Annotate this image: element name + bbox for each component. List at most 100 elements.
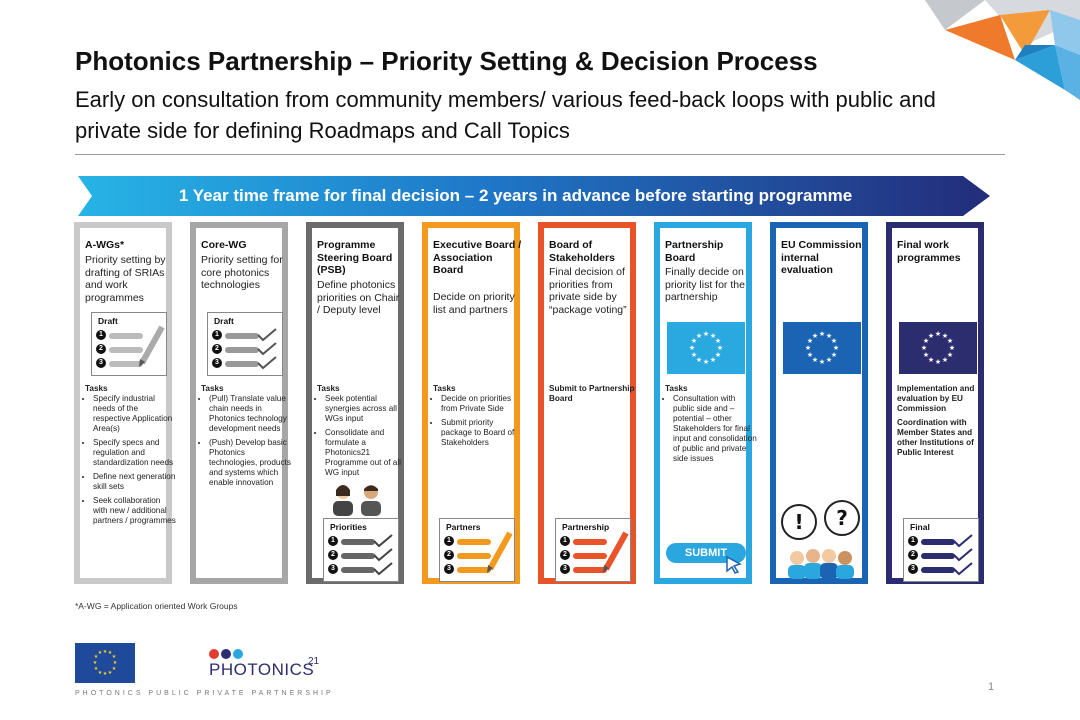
draft-card: Draft 1 2 3 bbox=[207, 312, 283, 376]
column-title: Board of Stakeholders bbox=[549, 239, 615, 264]
svg-text:★: ★ bbox=[947, 337, 953, 345]
svg-text:!: ! bbox=[794, 510, 803, 534]
final-card: Final 1 2 3 bbox=[903, 518, 979, 582]
tasks-heading: Tasks bbox=[433, 384, 456, 393]
svg-text:★: ★ bbox=[710, 356, 716, 364]
column-board-of-stakeholders: Board of Stakeholders Final decision of … bbox=[538, 222, 636, 584]
logo-sup: 21 bbox=[308, 656, 320, 667]
column-description: Priority setting by drafting of SRIAs an… bbox=[85, 254, 166, 304]
svg-text:★: ★ bbox=[703, 330, 709, 338]
card-label: Draft bbox=[214, 316, 234, 326]
checkmarks-icon bbox=[257, 328, 277, 370]
svg-text:★: ★ bbox=[807, 351, 813, 359]
partners-card: Partners 1 2 3 bbox=[439, 518, 515, 582]
card-label: Priorities bbox=[330, 522, 367, 532]
column-psb: Programme Steering Board (PSB) Define ph… bbox=[306, 222, 404, 584]
svg-text:★: ★ bbox=[691, 337, 697, 345]
column-title: Programme Steering Board (PSB) bbox=[317, 239, 393, 276]
submit-note: Submit to Partnership Board bbox=[549, 384, 635, 403]
priorities-card: Priorities 1 2 3 bbox=[323, 518, 399, 582]
svg-text:★: ★ bbox=[108, 670, 113, 676]
svg-text:★: ★ bbox=[921, 344, 927, 352]
svg-text:★: ★ bbox=[942, 356, 948, 364]
note-implementation: Implementation and evaluation by EU Comm… bbox=[897, 384, 975, 413]
svg-text:★: ★ bbox=[710, 332, 716, 340]
timeline-label: 1 Year time frame for final decision – 2… bbox=[178, 186, 853, 205]
column-description: Define photonics priorities on Chair / D… bbox=[317, 279, 400, 316]
divider bbox=[75, 154, 1005, 155]
svg-text:★: ★ bbox=[812, 356, 818, 364]
task-item: (Pull) Translate value chain needs in Ph… bbox=[209, 394, 293, 434]
people-icon bbox=[333, 485, 381, 516]
svg-text:★: ★ bbox=[103, 671, 108, 677]
svg-text:★: ★ bbox=[98, 650, 103, 656]
column-description: Decide on priority list and partners bbox=[433, 291, 515, 316]
task-item: Consultation with public side and – pote… bbox=[673, 394, 757, 464]
column-title: Final work programmes bbox=[897, 239, 961, 264]
column-a-wgs: A-WGs* Priority setting by drafting of S… bbox=[74, 222, 176, 584]
svg-text:★: ★ bbox=[108, 650, 113, 656]
task-item: Seek potential synergies across all WGs … bbox=[325, 394, 409, 424]
svg-text:★: ★ bbox=[819, 358, 825, 366]
task-item: Define next generation skill sets bbox=[93, 472, 177, 492]
svg-text:★: ★ bbox=[113, 660, 118, 666]
final-notes: Implementation and evaluation by EU Comm… bbox=[897, 384, 989, 458]
card-label: Partners bbox=[446, 522, 481, 532]
svg-text:★: ★ bbox=[715, 337, 721, 345]
svg-text:★: ★ bbox=[949, 344, 955, 352]
task-item: Specify industrial needs of the respecti… bbox=[93, 394, 177, 434]
svg-text:★: ★ bbox=[831, 351, 837, 359]
column-title: A-WGs* bbox=[85, 239, 125, 251]
tasks-heading: Tasks bbox=[317, 384, 340, 393]
task-item: Decide on priorities from Private Side bbox=[441, 394, 525, 414]
svg-text:★: ★ bbox=[935, 330, 941, 338]
column-title: Executive Board / Association Board bbox=[433, 239, 522, 276]
corner-decoration bbox=[925, 0, 1080, 100]
tasks-heading: Tasks bbox=[665, 384, 688, 393]
page-title: Photonics Partnership – Priority Setting… bbox=[75, 46, 818, 76]
tasks-heading: Tasks bbox=[85, 384, 108, 393]
draft-card: Draft 1 2 3 bbox=[91, 312, 167, 376]
svg-text:★: ★ bbox=[819, 330, 825, 338]
tasks-section: Tasks Decide on priorities from Private … bbox=[433, 384, 525, 452]
column-executive-board: Executive Board / Association Board Deci… bbox=[422, 222, 522, 584]
svg-text:★: ★ bbox=[112, 654, 117, 660]
task-item: (Push) Develop basic Photonics technolog… bbox=[209, 438, 293, 488]
svg-text:★: ★ bbox=[923, 351, 929, 359]
question-bubbles-icon: ! ? bbox=[781, 500, 860, 579]
svg-text:★: ★ bbox=[831, 337, 837, 345]
tasks-section: Tasks Seek potential synergies across al… bbox=[317, 384, 409, 482]
svg-text:★: ★ bbox=[923, 337, 929, 345]
task-item: Seek collaboration with new / additional… bbox=[93, 496, 177, 526]
task-item: Specify specs and regulation and standar… bbox=[93, 438, 177, 468]
svg-text:★: ★ bbox=[703, 358, 709, 366]
svg-text:★: ★ bbox=[696, 332, 702, 340]
svg-text:?: ? bbox=[836, 506, 848, 530]
column-title: EU Commission internal evaluation bbox=[781, 239, 862, 276]
svg-text:★: ★ bbox=[94, 666, 99, 672]
page-number: 1 bbox=[988, 681, 995, 693]
column-final-work-programmes: Final work programmes ★★★★★★★★★★★★ Imple… bbox=[886, 222, 984, 584]
svg-text:★: ★ bbox=[928, 332, 934, 340]
task-item: Submit priority package to Board of Stak… bbox=[441, 418, 525, 448]
submit-button[interactable]: SUBMIT bbox=[666, 543, 746, 563]
column-title: Core-WG bbox=[201, 239, 247, 251]
svg-text:★: ★ bbox=[807, 337, 813, 345]
card-label: Final bbox=[910, 522, 930, 532]
svg-text:★: ★ bbox=[715, 351, 721, 359]
column-partnership-board: Partnership Board Finally decide on prio… bbox=[654, 222, 757, 584]
cursor-icon bbox=[726, 556, 742, 574]
page-subtitle: Early on consultation from community mem… bbox=[75, 87, 936, 143]
eu-flag-icon: ★★★★★★★★★★★★ bbox=[783, 322, 861, 374]
svg-text:★: ★ bbox=[691, 351, 697, 359]
logo-text: PHOTONICS bbox=[209, 660, 315, 679]
svg-text:★: ★ bbox=[947, 351, 953, 359]
partnership-card: Partnership 1 2 3 bbox=[555, 518, 631, 582]
column-core-wg: Core-WG Priority setting for core photon… bbox=[190, 222, 291, 584]
checkmarks-icon bbox=[373, 534, 393, 576]
tasks-heading: Tasks bbox=[201, 384, 224, 393]
svg-text:★: ★ bbox=[826, 332, 832, 340]
svg-text:★: ★ bbox=[93, 660, 98, 666]
eu-flag-icon: ★★★★★★★★★★★★ bbox=[667, 322, 745, 374]
column-eu-commission: EU Commission internal evaluation ★★★★★★… bbox=[770, 222, 868, 584]
